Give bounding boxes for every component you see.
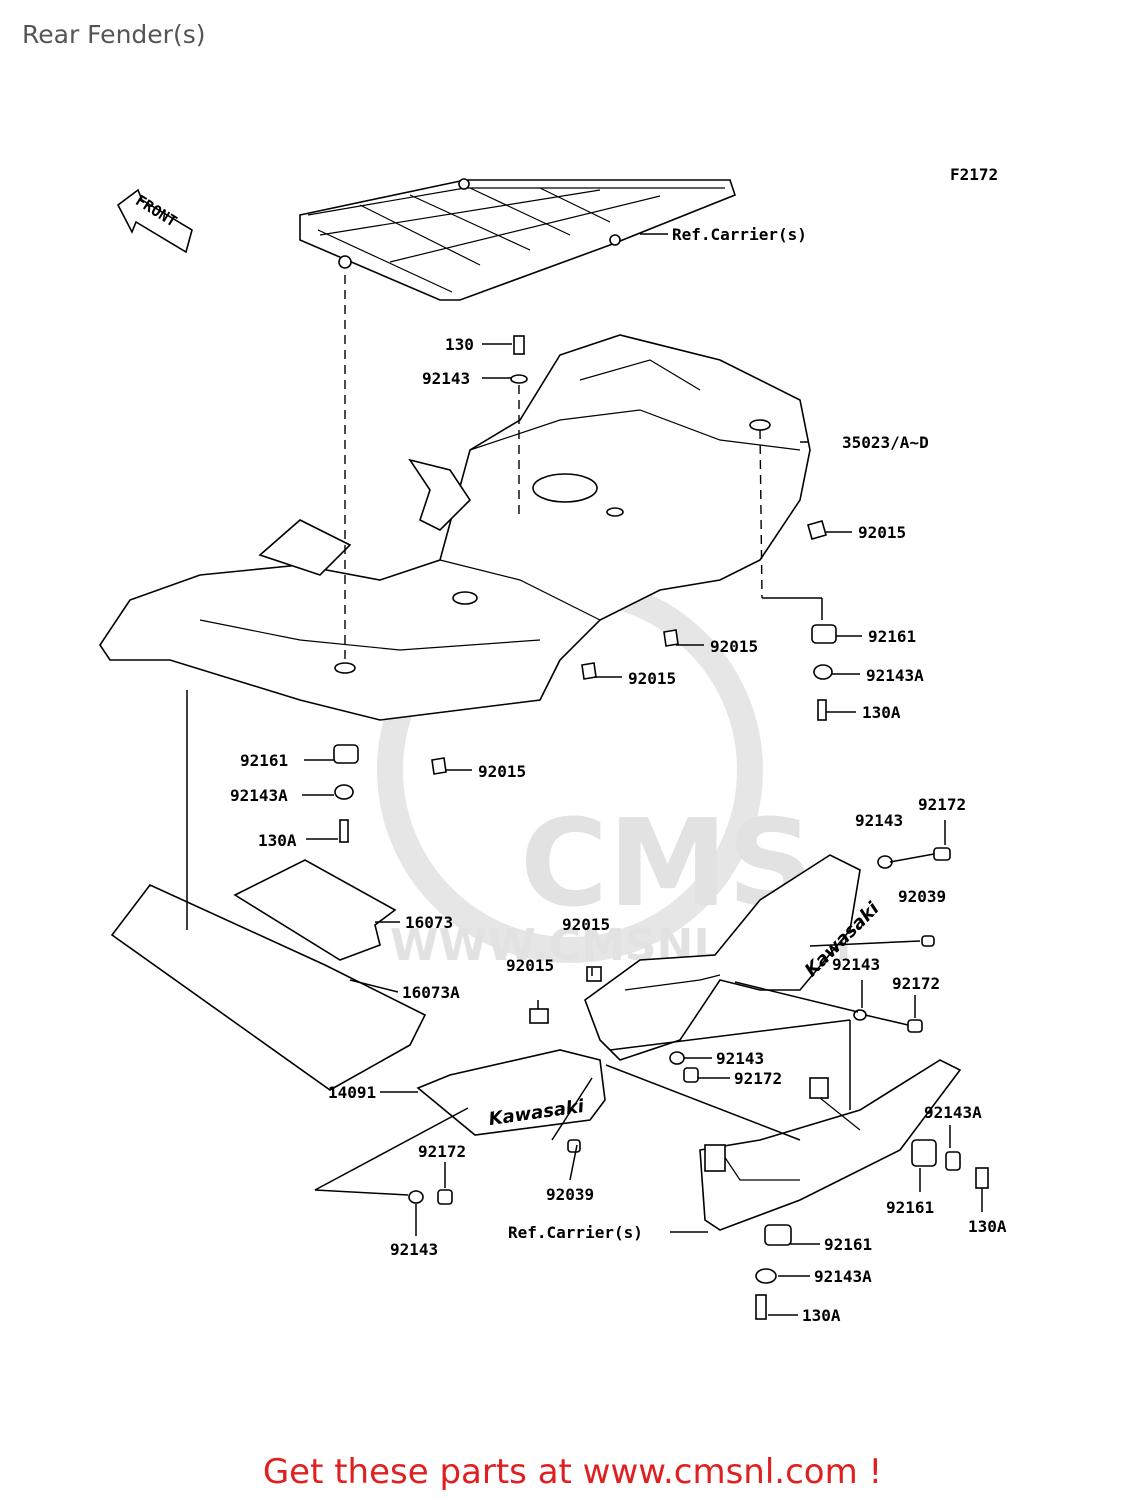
part-label: 92039 <box>546 1185 594 1204</box>
hardware <box>333 335 989 1320</box>
part-label: 92161 <box>886 1198 934 1217</box>
part-label: 92143 <box>855 811 903 830</box>
part-label: Ref.Carrier(s) <box>672 225 807 244</box>
part-label: 92143A <box>814 1267 872 1286</box>
part-label: 92015 <box>478 762 526 781</box>
footer-link[interactable]: Get these parts at www.cmsnl.com ! <box>262 1452 883 1492</box>
part-label: 92161 <box>824 1235 872 1254</box>
part-label: 92015 <box>628 669 676 688</box>
parts-diagram: CMS WWW.CMSNL.COM F2172 FRONT <box>99 165 1007 1325</box>
rear-fender <box>99 334 811 721</box>
part-label: 92172 <box>892 974 940 993</box>
mud-flaps <box>110 859 427 1091</box>
page-title: Rear Fender(s) <box>22 20 206 49</box>
part-label: 92039 <box>898 887 946 906</box>
front-arrow-icon: FRONT <box>116 188 193 254</box>
part-label: 130 <box>445 335 474 354</box>
part-label: 92015 <box>858 523 906 542</box>
part-label: 92015 <box>562 915 610 934</box>
figure-code: F2172 <box>950 165 998 184</box>
part-label: 92143 <box>716 1049 764 1068</box>
part-label: 92143A <box>924 1103 982 1122</box>
part-label: 35023/A~D <box>842 433 929 452</box>
part-label: 14091 <box>328 1083 376 1102</box>
part-label: 92172 <box>734 1069 782 1088</box>
rear-carrier-rack <box>299 178 736 301</box>
part-label: 92143A <box>866 666 924 685</box>
part-label: 130A <box>258 831 297 850</box>
part-label: 130A <box>802 1306 841 1325</box>
part-label: 130A <box>862 703 901 722</box>
part-label: Ref.Carrier(s) <box>508 1223 643 1242</box>
part-label: 92143 <box>832 955 880 974</box>
part-label: 92143A <box>230 786 288 805</box>
part-label: 16073A <box>402 983 460 1002</box>
part-label: 92015 <box>506 956 554 975</box>
side-guards: Kawasaki Kawasaki <box>416 854 884 1136</box>
part-label: 16073 <box>405 913 453 932</box>
part-label: 130A <box>968 1217 1007 1236</box>
part-label: 92143 <box>390 1240 438 1259</box>
part-label: 92143 <box>422 369 470 388</box>
part-label: 92161 <box>868 627 916 646</box>
carrier-frame <box>699 1059 962 1231</box>
part-label: 92015 <box>710 637 758 656</box>
part-label: 92172 <box>918 795 966 814</box>
part-label: 92161 <box>240 751 288 770</box>
part-label: 92172 <box>418 1142 466 1161</box>
